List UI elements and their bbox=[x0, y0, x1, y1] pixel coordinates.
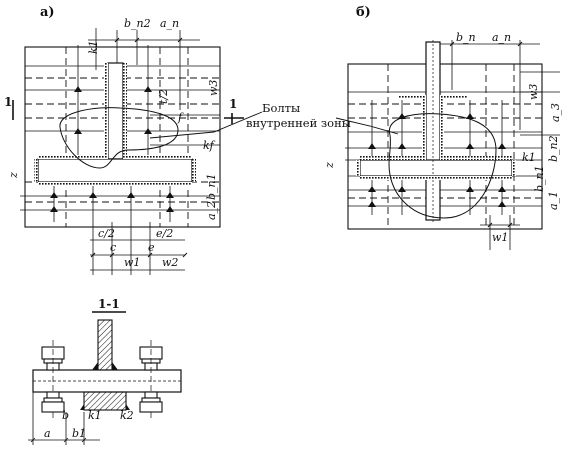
panel-b-title: б) bbox=[356, 5, 371, 20]
section-dim-lines bbox=[28, 392, 100, 445]
dim-a-a2: a_2 bbox=[205, 200, 218, 220]
dim-s-k1: k1 bbox=[88, 409, 102, 422]
panel-a-welds bbox=[34, 63, 196, 186]
dim-b-k1: k1 bbox=[522, 151, 536, 164]
panel-b-inner-zone-outline bbox=[388, 113, 497, 219]
dim-a-kf: kf bbox=[203, 139, 214, 152]
dim-s-b: b bbox=[62, 409, 70, 422]
dim-b-an: a_n bbox=[492, 31, 512, 44]
dim-s-k2: k2 bbox=[120, 409, 134, 422]
note-line-2: внутренней зоны bbox=[246, 116, 351, 130]
section-bolt-right bbox=[139, 340, 163, 420]
panel-a-note-leader bbox=[149, 111, 263, 139]
panel-b-dashed-lines bbox=[348, 64, 542, 229]
section-bolt-left bbox=[41, 340, 65, 420]
section-mark-left: 1 bbox=[4, 95, 13, 109]
panel-a-dim-ticks bbox=[90, 37, 188, 258]
dim-b-w1: w1 bbox=[492, 231, 509, 244]
dim-b-bn1: b_n1 bbox=[533, 165, 546, 192]
panel-a-inner-zone-outline bbox=[59, 107, 179, 169]
section-flange bbox=[83, 391, 127, 411]
dim-a-w2: w2 bbox=[162, 256, 179, 269]
dim-a-an: a_n bbox=[160, 17, 180, 30]
dim-a-c-half: c/2 bbox=[98, 227, 115, 240]
dim-a-e-half: e/2 bbox=[156, 227, 174, 240]
section-mark-right: 1 bbox=[229, 97, 238, 111]
dim-a-t-half: t/2 bbox=[157, 88, 170, 104]
panel-b-drawing bbox=[335, 40, 560, 250]
panel-b-profile bbox=[359, 40, 513, 222]
panel-b-dim-ticks bbox=[449, 41, 523, 228]
dim-s-b1: b1 bbox=[72, 427, 87, 440]
panel-b-note-leader bbox=[335, 117, 399, 135]
dim-a-bn1: b_n1 bbox=[205, 173, 218, 200]
dim-b-bn: b_n bbox=[456, 31, 476, 44]
dim-a-w3: w3 bbox=[207, 79, 220, 96]
section-web bbox=[97, 319, 113, 371]
dim-a-w1: w1 bbox=[124, 256, 141, 269]
dim-a-bn2: b_n2 bbox=[124, 17, 151, 30]
dim-b-a3: a_3 bbox=[549, 102, 562, 122]
panel-a-drawing bbox=[12, 28, 263, 275]
dim-b-bn2: b_n2 bbox=[547, 135, 560, 162]
dim-a-e: e bbox=[148, 241, 155, 254]
panel-a-bolts bbox=[50, 86, 174, 212]
section-1-1-drawing bbox=[28, 311, 182, 445]
dim-s-a: a bbox=[44, 427, 51, 440]
dim-b-a1: a_1 bbox=[547, 190, 560, 210]
panel-b-plate bbox=[347, 63, 543, 230]
dim-a-z: z bbox=[7, 172, 20, 178]
dim-a-k1: k1 bbox=[87, 40, 100, 54]
panel-a-t-profile bbox=[37, 62, 193, 183]
panel-b-grid bbox=[345, 40, 560, 250]
panel-a-plate bbox=[24, 46, 221, 228]
dim-b-w3: w3 bbox=[527, 83, 540, 100]
dim-a-c: c bbox=[110, 241, 117, 254]
section-title: 1-1 bbox=[98, 297, 120, 311]
panel-b-bolts bbox=[368, 113, 506, 207]
panel-b-welds bbox=[356, 95, 516, 180]
note-line-1: Болты bbox=[262, 101, 301, 115]
panel-a-section-mark bbox=[12, 100, 244, 124]
dim-a-f: f bbox=[178, 111, 183, 124]
dim-b-z: z bbox=[323, 162, 336, 168]
panel-a-title: a) bbox=[40, 5, 55, 20]
